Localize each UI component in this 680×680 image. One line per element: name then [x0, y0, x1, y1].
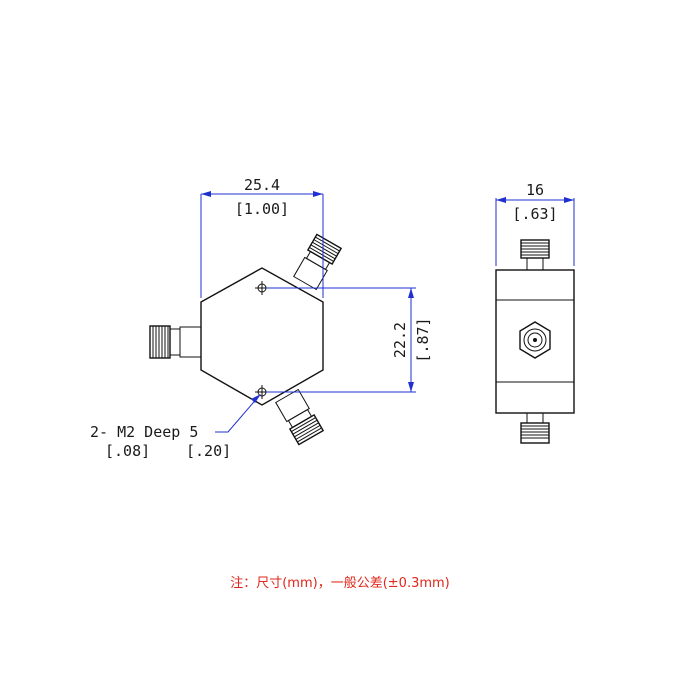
hexagon-body	[200, 267, 324, 406]
sma-connector-left	[149, 325, 202, 359]
tolerance-note: 注：尺寸(mm)，一般公差(±0.3mm)	[230, 575, 450, 591]
front-height-mm: 22.2	[391, 322, 409, 358]
front-width-in: [1.00]	[235, 200, 289, 218]
hole-callout-text: 2- M2 Deep 5	[90, 423, 198, 441]
side-width-mm: 16	[526, 181, 544, 199]
front-width-mm: 25.4	[244, 176, 280, 194]
sma-connector-upper-right	[293, 233, 343, 291]
sma-port-center	[519, 321, 551, 359]
front-width-dimension: 25.4 [1.00]	[200, 176, 324, 298]
front-height-in: [.87]	[414, 317, 432, 362]
side-view: 16 [.63]	[495, 181, 575, 444]
hole-callout: 2- M2 Deep 5 [.08] [.20]	[90, 394, 261, 460]
sma-connector-lower-right	[275, 388, 325, 446]
front-height-dimension: 22.2 [.87]	[266, 287, 432, 393]
hole-callout-in-1: [.08]	[105, 442, 150, 460]
hole-callout-in-2: [.20]	[186, 442, 231, 460]
front-view: 25.4 [1.00] 22.2 [.87] 2- M2 Deep 5 [.08…	[90, 176, 432, 460]
sma-connector-bottom	[520, 412, 550, 444]
side-width-in: [.63]	[512, 205, 557, 223]
sma-connector-top	[520, 239, 550, 271]
side-width-dimension: 16 [.63]	[495, 181, 575, 266]
